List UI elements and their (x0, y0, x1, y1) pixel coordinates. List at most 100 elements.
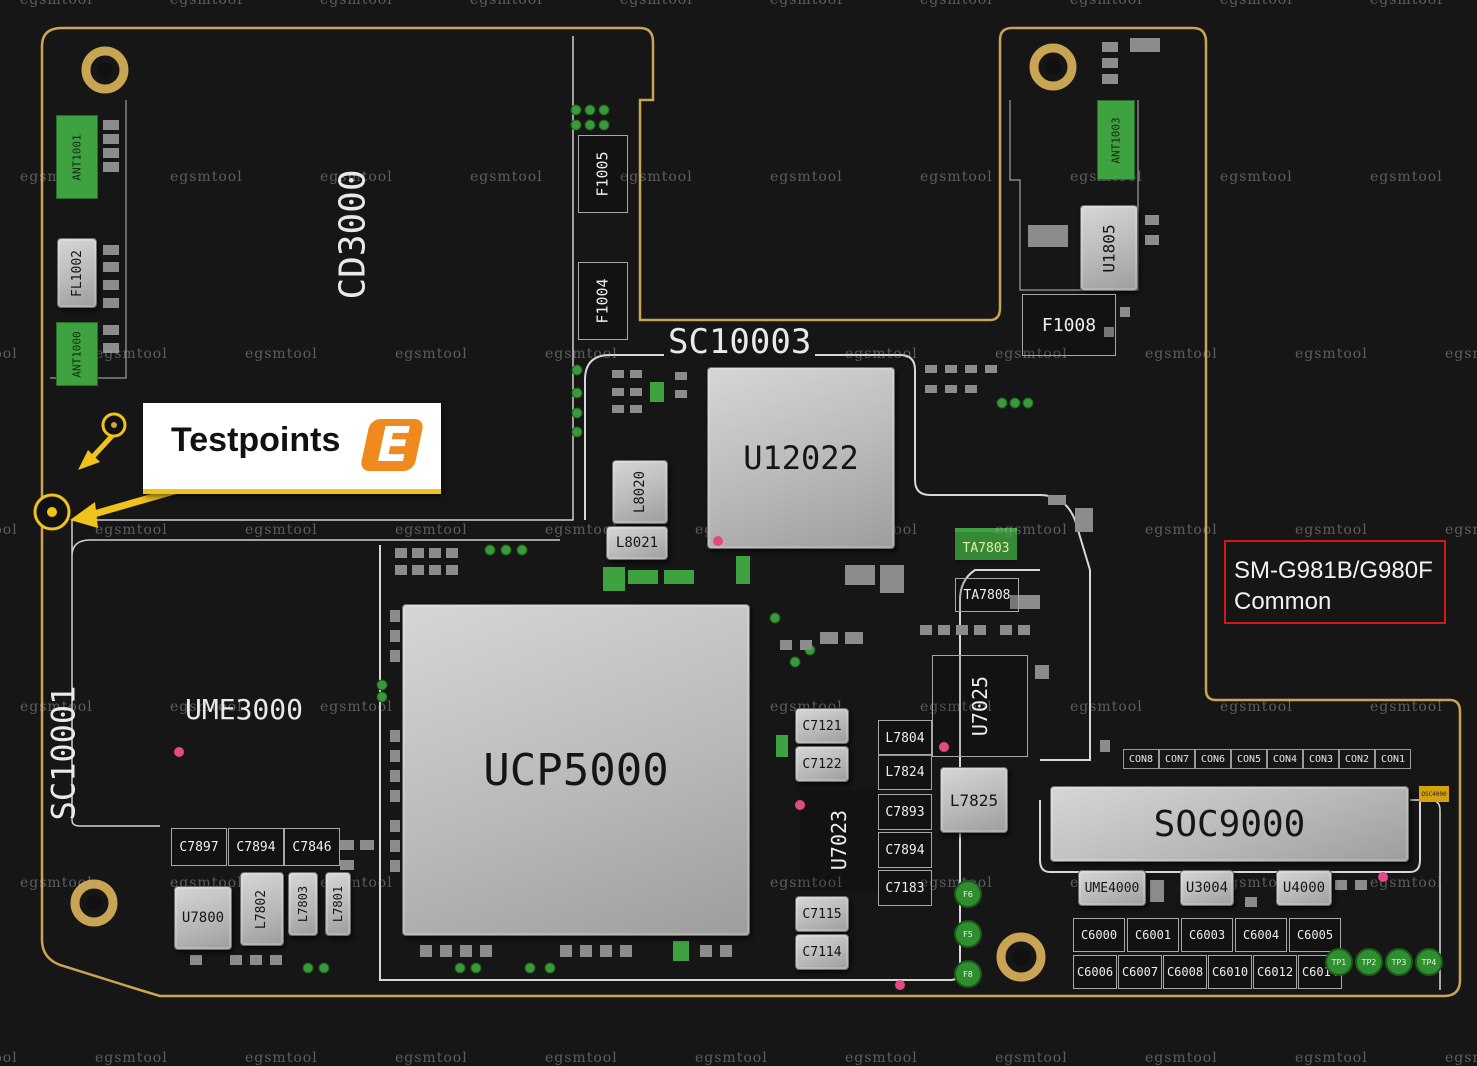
watermark-text: egsmtool (1220, 169, 1293, 185)
part-c7897: C7897 (171, 828, 227, 866)
part-l7804: L7804 (878, 720, 932, 756)
watermark-text: egsmtool (95, 1050, 168, 1066)
marker-dot (174, 747, 184, 757)
model-number: SM-G981B/G980F (1234, 557, 1433, 584)
watermark-text: egsmtool (20, 875, 93, 891)
cap-label: C6006 (1073, 955, 1117, 989)
watermark-text: egsmtool (995, 522, 1068, 538)
chip-u4000: U4000 (1276, 870, 1332, 906)
watermark-text: egsmtool (245, 346, 318, 362)
watermark-text: egsmtool (320, 699, 393, 715)
model-note: Common (1234, 588, 1332, 615)
block-cd3000: CD3000 (332, 169, 374, 300)
chip-ucp5000: UCP5000 (402, 604, 750, 936)
connector-label: CON7 (1159, 749, 1195, 769)
chip-c7122: C7122 (795, 746, 849, 782)
mounting-hole (1029, 43, 1077, 91)
part-ta7808: TA7808 (955, 578, 1019, 612)
watermark-text: egsmtool (1445, 522, 1477, 538)
fuse-pad[interactable]: F5 (954, 920, 982, 948)
connector-label: CON1 (1375, 749, 1411, 769)
cap-label: C6003 (1181, 918, 1233, 952)
chip-soc9000: SOC9000 (1050, 786, 1409, 862)
cap-label: C6000 (1073, 918, 1125, 952)
chip-l7802: L7802 (240, 872, 284, 946)
watermark-text: egsmtool (845, 346, 918, 362)
cap-label: C6001 (1127, 918, 1179, 952)
marker-dot (713, 536, 723, 546)
watermark-text: egsmtool (995, 346, 1068, 362)
part-u7023: U7023 (800, 790, 878, 890)
watermark-text: egsmtool (1370, 0, 1443, 8)
watermark-text: egsmtool (1070, 0, 1143, 8)
marker-dot (895, 980, 905, 990)
chip-l8020: L8020 (612, 460, 668, 524)
chip-l7803: L7803 (288, 872, 318, 936)
ant1001: ANT1001 (56, 115, 98, 199)
chip-c7114: C7114 (795, 934, 849, 970)
part-c7893: C7893 (878, 794, 932, 830)
test-pad[interactable]: TP4 (1415, 948, 1443, 976)
watermark-text: egsmtool (1370, 875, 1443, 891)
watermark-text: egsmtool (395, 1050, 468, 1066)
watermark-text: egsmtool (1070, 699, 1143, 715)
cap-label: C6004 (1235, 918, 1287, 952)
watermark-text: egsmtool (20, 0, 93, 8)
test-pad[interactable]: TP3 (1385, 948, 1413, 976)
cap-label: C6008 (1163, 955, 1207, 989)
watermark-text: egsmtool (1370, 169, 1443, 185)
fuse-pad[interactable]: F8 (954, 960, 982, 988)
part-f1005: F1005 (578, 135, 628, 213)
connector-label: CON2 (1339, 749, 1375, 769)
mounting-hole (70, 879, 118, 927)
watermark-text: egsmtool (545, 346, 618, 362)
watermark-text: egsmtool (1445, 346, 1477, 362)
mounting-hole (996, 932, 1046, 982)
test-pad[interactable]: TP1 (1325, 948, 1353, 976)
chip-u12022: U12022 (707, 367, 895, 549)
part-c7846: C7846 (284, 828, 340, 866)
watermark-text: egsmtool (0, 346, 18, 362)
watermark-text: egsmtool (920, 169, 993, 185)
watermark-text: egsmtool (395, 522, 468, 538)
watermark-text: egsmtool (1220, 699, 1293, 715)
watermark-text: egsmtool (1295, 346, 1368, 362)
watermark-text: egsmtool (695, 1050, 768, 1066)
logo-letter: E (371, 419, 416, 471)
cap-label: C6005 (1289, 918, 1341, 952)
watermark-text: egsmtool (245, 522, 318, 538)
connector-label: CON3 (1303, 749, 1339, 769)
watermark-text: egsmtool (545, 1050, 618, 1066)
watermark-text: egsmtool (770, 875, 843, 891)
watermark-text: egsmtool (1145, 522, 1218, 538)
model-box: SM-G981B/G980F Common (1224, 540, 1446, 624)
connector-label: CON4 (1267, 749, 1303, 769)
watermark-text: egsmtool (1295, 522, 1368, 538)
chip-fl1002: FL1002 (57, 238, 97, 308)
fuse-pad[interactable]: F6 (954, 880, 982, 908)
watermark-text: egsmtool (1295, 1050, 1368, 1066)
chip-l7825: L7825 (940, 767, 1008, 833)
part-c7894b: C7894 (878, 832, 932, 868)
watermark-text: egsmtool (1370, 699, 1443, 715)
watermark-text: egsmtool (95, 522, 168, 538)
watermark-text: egsmtool (95, 346, 168, 362)
watermark-text: egsmtool (20, 699, 93, 715)
watermark-text: egsmtool (995, 1050, 1068, 1066)
watermark-text: egsmtool (0, 1050, 18, 1066)
connector-label: CON8 (1123, 749, 1159, 769)
watermark-text: egsmtool (845, 1050, 918, 1066)
watermark-text: egsmtool (470, 0, 543, 8)
marker-dot (1378, 872, 1388, 882)
cap-label: C6010 (1208, 955, 1252, 989)
test-pad[interactable]: TP2 (1355, 948, 1383, 976)
watermark-text: egsmtool (320, 0, 393, 8)
ant1003: ANT1003 (1097, 100, 1135, 180)
watermark-text: egsmtool (0, 522, 18, 538)
testpoints-label: Testpoints (171, 421, 341, 459)
